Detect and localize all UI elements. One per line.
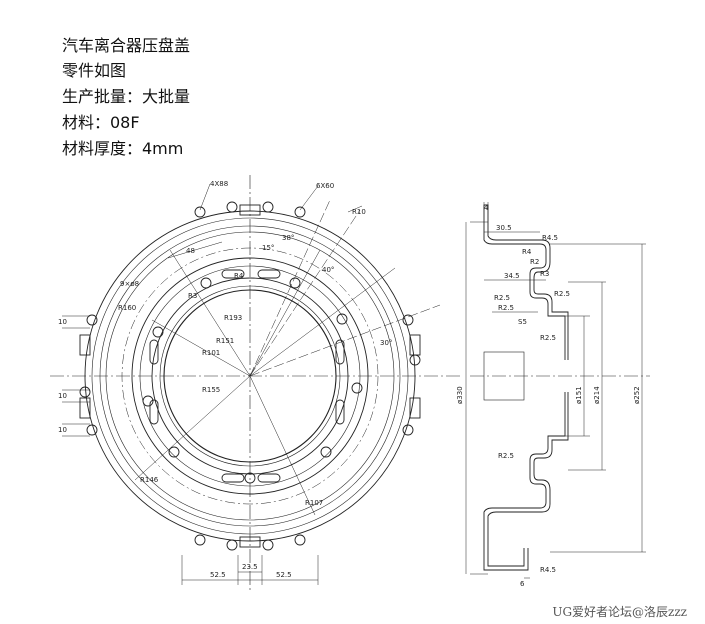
top-leaders: [167, 183, 363, 259]
slot-windows: [149, 269, 345, 483]
angle-line-c: [249, 304, 441, 377]
radius-leader-r146: [169, 249, 251, 377]
sec-dim-phi214: ø214: [593, 386, 601, 404]
window-ring-line: [139, 265, 361, 487]
dim-r107: R107: [305, 499, 323, 507]
tag-a: 4X88: [210, 180, 228, 188]
section-view: [465, 202, 650, 579]
sec-dim-r4: R4: [522, 248, 532, 256]
dim-angle-15: 15°: [262, 244, 274, 252]
outer-rim-inner-line: [91, 217, 409, 535]
section-bottom-lip: [483, 540, 529, 571]
dim-52-5-left: 52.5: [210, 571, 226, 579]
sec-dim-r4-5-top: R4.5: [542, 234, 558, 242]
spec-title: 汽车离合器压盘盖: [62, 36, 191, 55]
inner-holes-9: [142, 277, 363, 484]
bolt-circle: [121, 247, 379, 505]
dim-r101: R101: [202, 349, 220, 357]
spec-batch-line: 生产批量：大批量: [62, 87, 191, 106]
rim-notches: [79, 204, 421, 548]
dim-10-b: 10: [58, 392, 67, 400]
dim-10-c: 10: [58, 426, 67, 434]
bottom-dimension-lines: [181, 555, 319, 585]
dim-48: 48: [186, 247, 195, 255]
sec-dim-4: 4: [484, 204, 489, 212]
inner-step-ring: [151, 277, 349, 475]
radius-leader-r146b: [134, 375, 251, 481]
dim-r4: R4: [234, 272, 244, 280]
section-profile-upper-outer: [483, 212, 566, 360]
radius-leader-40: [249, 267, 396, 377]
sec-dim-6: 6: [520, 580, 525, 588]
angle-line-a: [249, 209, 361, 377]
outer-rim-outline: [84, 210, 416, 542]
radius-leader-r151: [249, 249, 321, 377]
sec-dim-r3: R3: [540, 270, 549, 278]
sec-dim-30-5: 30.5: [496, 224, 512, 232]
section-profile-lower-outer: [483, 392, 566, 540]
dim-angle-30: 30°: [380, 339, 392, 347]
sec-dim-phi252: ø252: [633, 386, 641, 404]
sec-dim-phi330: ø330: [456, 386, 464, 404]
left-dimension-lines: [62, 315, 90, 437]
section-profile-upper-inner: [487, 212, 569, 360]
radius-leader-r160: [151, 319, 251, 377]
dim-10-a: 10: [58, 318, 67, 326]
tag-b: 6X60: [316, 182, 334, 190]
sec-dim-r2-5-d: R2.5: [540, 334, 556, 342]
spec-part-line: 零件如图: [62, 61, 127, 80]
dim-r146: R146: [140, 476, 159, 484]
dim-holes: 9×ø8: [120, 280, 139, 288]
front-view: [50, 175, 460, 590]
sec-dim-r4-5-bottom: R4.5: [540, 566, 556, 574]
dim-23-5: 23.5: [242, 563, 258, 571]
dim-r151: R151: [216, 337, 234, 345]
sec-dim-s5: S5: [518, 318, 527, 326]
flange-step-line-2: [105, 231, 395, 521]
rim-bolt-holes: [79, 201, 421, 551]
section-extension-lines: [465, 202, 646, 579]
dim-r3: R3: [188, 292, 197, 300]
radius-leader-r107: [249, 375, 316, 516]
dim-r155: R155: [202, 386, 220, 394]
sec-dim-r2: R2: [530, 258, 539, 266]
dim-angle-40: 40°: [322, 266, 334, 274]
dim-r160: R160: [118, 304, 136, 312]
sec-dim-r2-5-e: R2.5: [498, 452, 514, 460]
spec-material-line: 材料：08F: [62, 113, 140, 132]
section-profile-lower-inner: [487, 392, 569, 540]
angle-line-b: [249, 199, 331, 377]
section-hub: [483, 351, 525, 401]
window-ring-outer: [131, 257, 369, 495]
section-bottom-lip-inner: [487, 540, 525, 567]
sec-dim-r2-5-c: R2.5: [554, 290, 570, 298]
dim-r193: R193: [224, 314, 242, 322]
spec-thickness-line: 材料厚度：4mm: [62, 139, 184, 158]
dim-angle-38: 38°: [282, 234, 294, 242]
sec-dim-r2-5-a: R2.5: [494, 294, 510, 302]
inner-step-ring-2: [159, 285, 341, 467]
sec-dim-34-5: 34.5: [504, 272, 520, 280]
dim-52-5-right: 52.5: [276, 571, 292, 579]
center-bore: [163, 289, 337, 463]
flange-step-line: [99, 225, 401, 527]
sec-dim-phi151: ø151: [575, 386, 583, 404]
dim-r10: R10: [352, 208, 366, 216]
watermark: UG爱好者论坛@洛辰zzz: [552, 605, 687, 619]
sec-dim-r2-5-b: R2.5: [498, 304, 514, 312]
